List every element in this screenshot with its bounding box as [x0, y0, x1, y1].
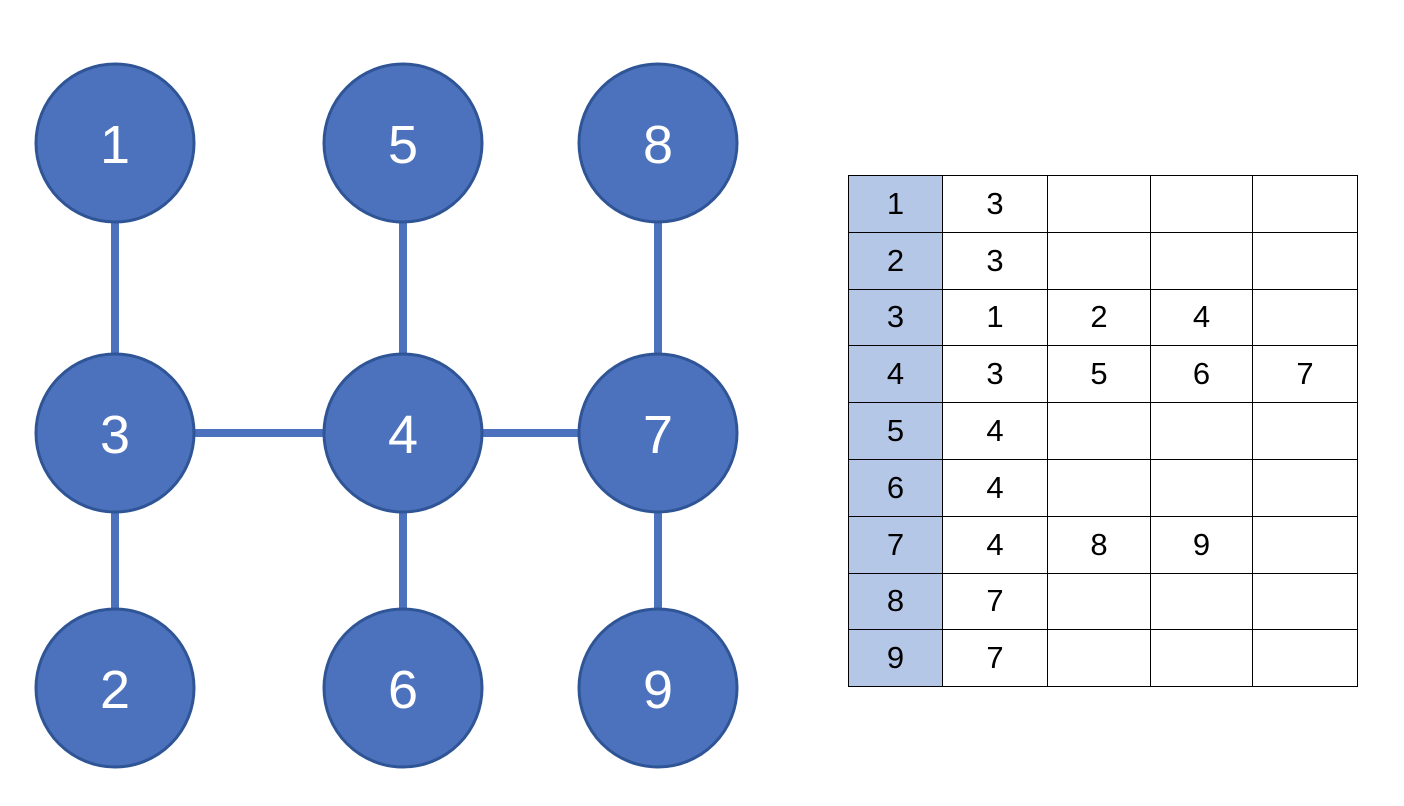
graph-node-1[interactable]: 1	[34, 62, 196, 224]
neighbor-cell-2-4	[1252, 231, 1358, 290]
node-circle-2[interactable]	[34, 607, 196, 769]
node-circle-8[interactable]	[577, 62, 739, 224]
nodes-group: 1 5 8 3 4 7 2 6 9	[34, 62, 739, 769]
neighbor-cell-8-3	[1150, 572, 1253, 631]
neighbor-cell-9-1: 7	[942, 629, 1048, 688]
neighbor-cell-3-1: 1	[942, 288, 1048, 347]
neighbor-cell-6-4	[1252, 458, 1358, 517]
neighbor-cell-2-2	[1047, 231, 1151, 290]
graph-node-5[interactable]: 5	[322, 62, 484, 224]
neighbor-cell-4-3: 6	[1150, 345, 1253, 404]
neighbor-cell-1-1: 3	[942, 175, 1048, 233]
neighbor-cell-6-1: 4	[942, 458, 1048, 517]
neighbor-cell-7-1: 4	[942, 515, 1048, 574]
node-label-3: 3	[100, 405, 130, 465]
neighbor-cell-5-4	[1252, 402, 1358, 460]
row-header-node-6: 6	[848, 458, 943, 517]
neighbor-cell-5-2	[1047, 402, 1151, 460]
node-label-6: 6	[388, 660, 418, 720]
neighbor-cell-8-1: 7	[942, 572, 1048, 631]
node-label-1: 1	[100, 115, 130, 175]
graph-node-3[interactable]: 3	[34, 352, 196, 514]
neighbor-cell-8-4	[1252, 572, 1358, 631]
neighbor-cell-1-3	[1150, 175, 1253, 233]
graph-node-6[interactable]: 6	[322, 607, 484, 769]
graph-node-8[interactable]: 8	[577, 62, 739, 224]
row-header-node-8: 8	[848, 572, 943, 631]
neighbor-cell-4-1: 3	[942, 345, 1048, 404]
node-label-5: 5	[388, 115, 418, 175]
node-circle-6[interactable]	[322, 607, 484, 769]
row-header-node-2: 2	[848, 231, 943, 290]
neighbor-cell-3-3: 4	[1150, 288, 1253, 347]
row-header-node-7: 7	[848, 515, 943, 574]
node-circle-4[interactable]	[322, 352, 484, 514]
node-circle-3[interactable]	[34, 352, 196, 514]
node-label-4: 4	[388, 405, 418, 465]
node-circle-1[interactable]	[34, 62, 196, 224]
graph-panel: 1 5 8 3 4 7 2 6 9	[34, 62, 739, 769]
neighbor-cell-8-2	[1047, 572, 1151, 631]
node-label-2: 2	[100, 660, 130, 720]
neighbor-cell-7-4	[1252, 515, 1358, 574]
node-circle-7[interactable]	[577, 352, 739, 514]
neighbor-cell-4-2: 5	[1047, 345, 1151, 404]
neighbor-cell-7-3: 9	[1150, 515, 1253, 574]
neighbor-cell-1-4	[1252, 175, 1358, 233]
graph-svg: 1 5 8 3 4 7 2 6 9	[34, 62, 739, 769]
node-label-7: 7	[643, 405, 673, 465]
graph-node-4[interactable]: 4	[322, 352, 484, 514]
neighbor-cell-2-3	[1150, 231, 1253, 290]
neighbor-cell-6-3	[1150, 458, 1253, 517]
neighbor-cell-3-2: 2	[1047, 288, 1151, 347]
graph-node-7[interactable]: 7	[577, 352, 739, 514]
neighbor-cell-6-2	[1047, 458, 1151, 517]
graph-node-2[interactable]: 2	[34, 607, 196, 769]
neighbor-cell-5-3	[1150, 402, 1253, 460]
neighbor-cell-4-4: 7	[1252, 345, 1358, 404]
row-header-node-9: 9	[848, 629, 943, 688]
neighbor-cell-5-1: 4	[942, 402, 1048, 460]
row-header-node-1: 1	[848, 175, 943, 233]
neighbor-cell-9-2	[1047, 629, 1151, 688]
graph-node-9[interactable]: 9	[577, 607, 739, 769]
neighbor-cell-3-4	[1252, 288, 1358, 347]
neighbor-cell-1-2	[1047, 175, 1151, 233]
neighbor-cell-9-3	[1150, 629, 1253, 688]
row-header-node-5: 5	[848, 402, 943, 460]
node-label-8: 8	[643, 115, 673, 175]
neighbor-cell-2-1: 3	[942, 231, 1048, 290]
node-circle-9[interactable]	[577, 607, 739, 769]
row-header-node-4: 4	[848, 345, 943, 404]
node-circle-5[interactable]	[322, 62, 484, 224]
node-label-9: 9	[643, 660, 673, 720]
row-header-node-3: 3	[848, 288, 943, 347]
neighbor-cell-9-4	[1252, 629, 1358, 688]
neighbor-cell-7-2: 8	[1047, 515, 1151, 574]
